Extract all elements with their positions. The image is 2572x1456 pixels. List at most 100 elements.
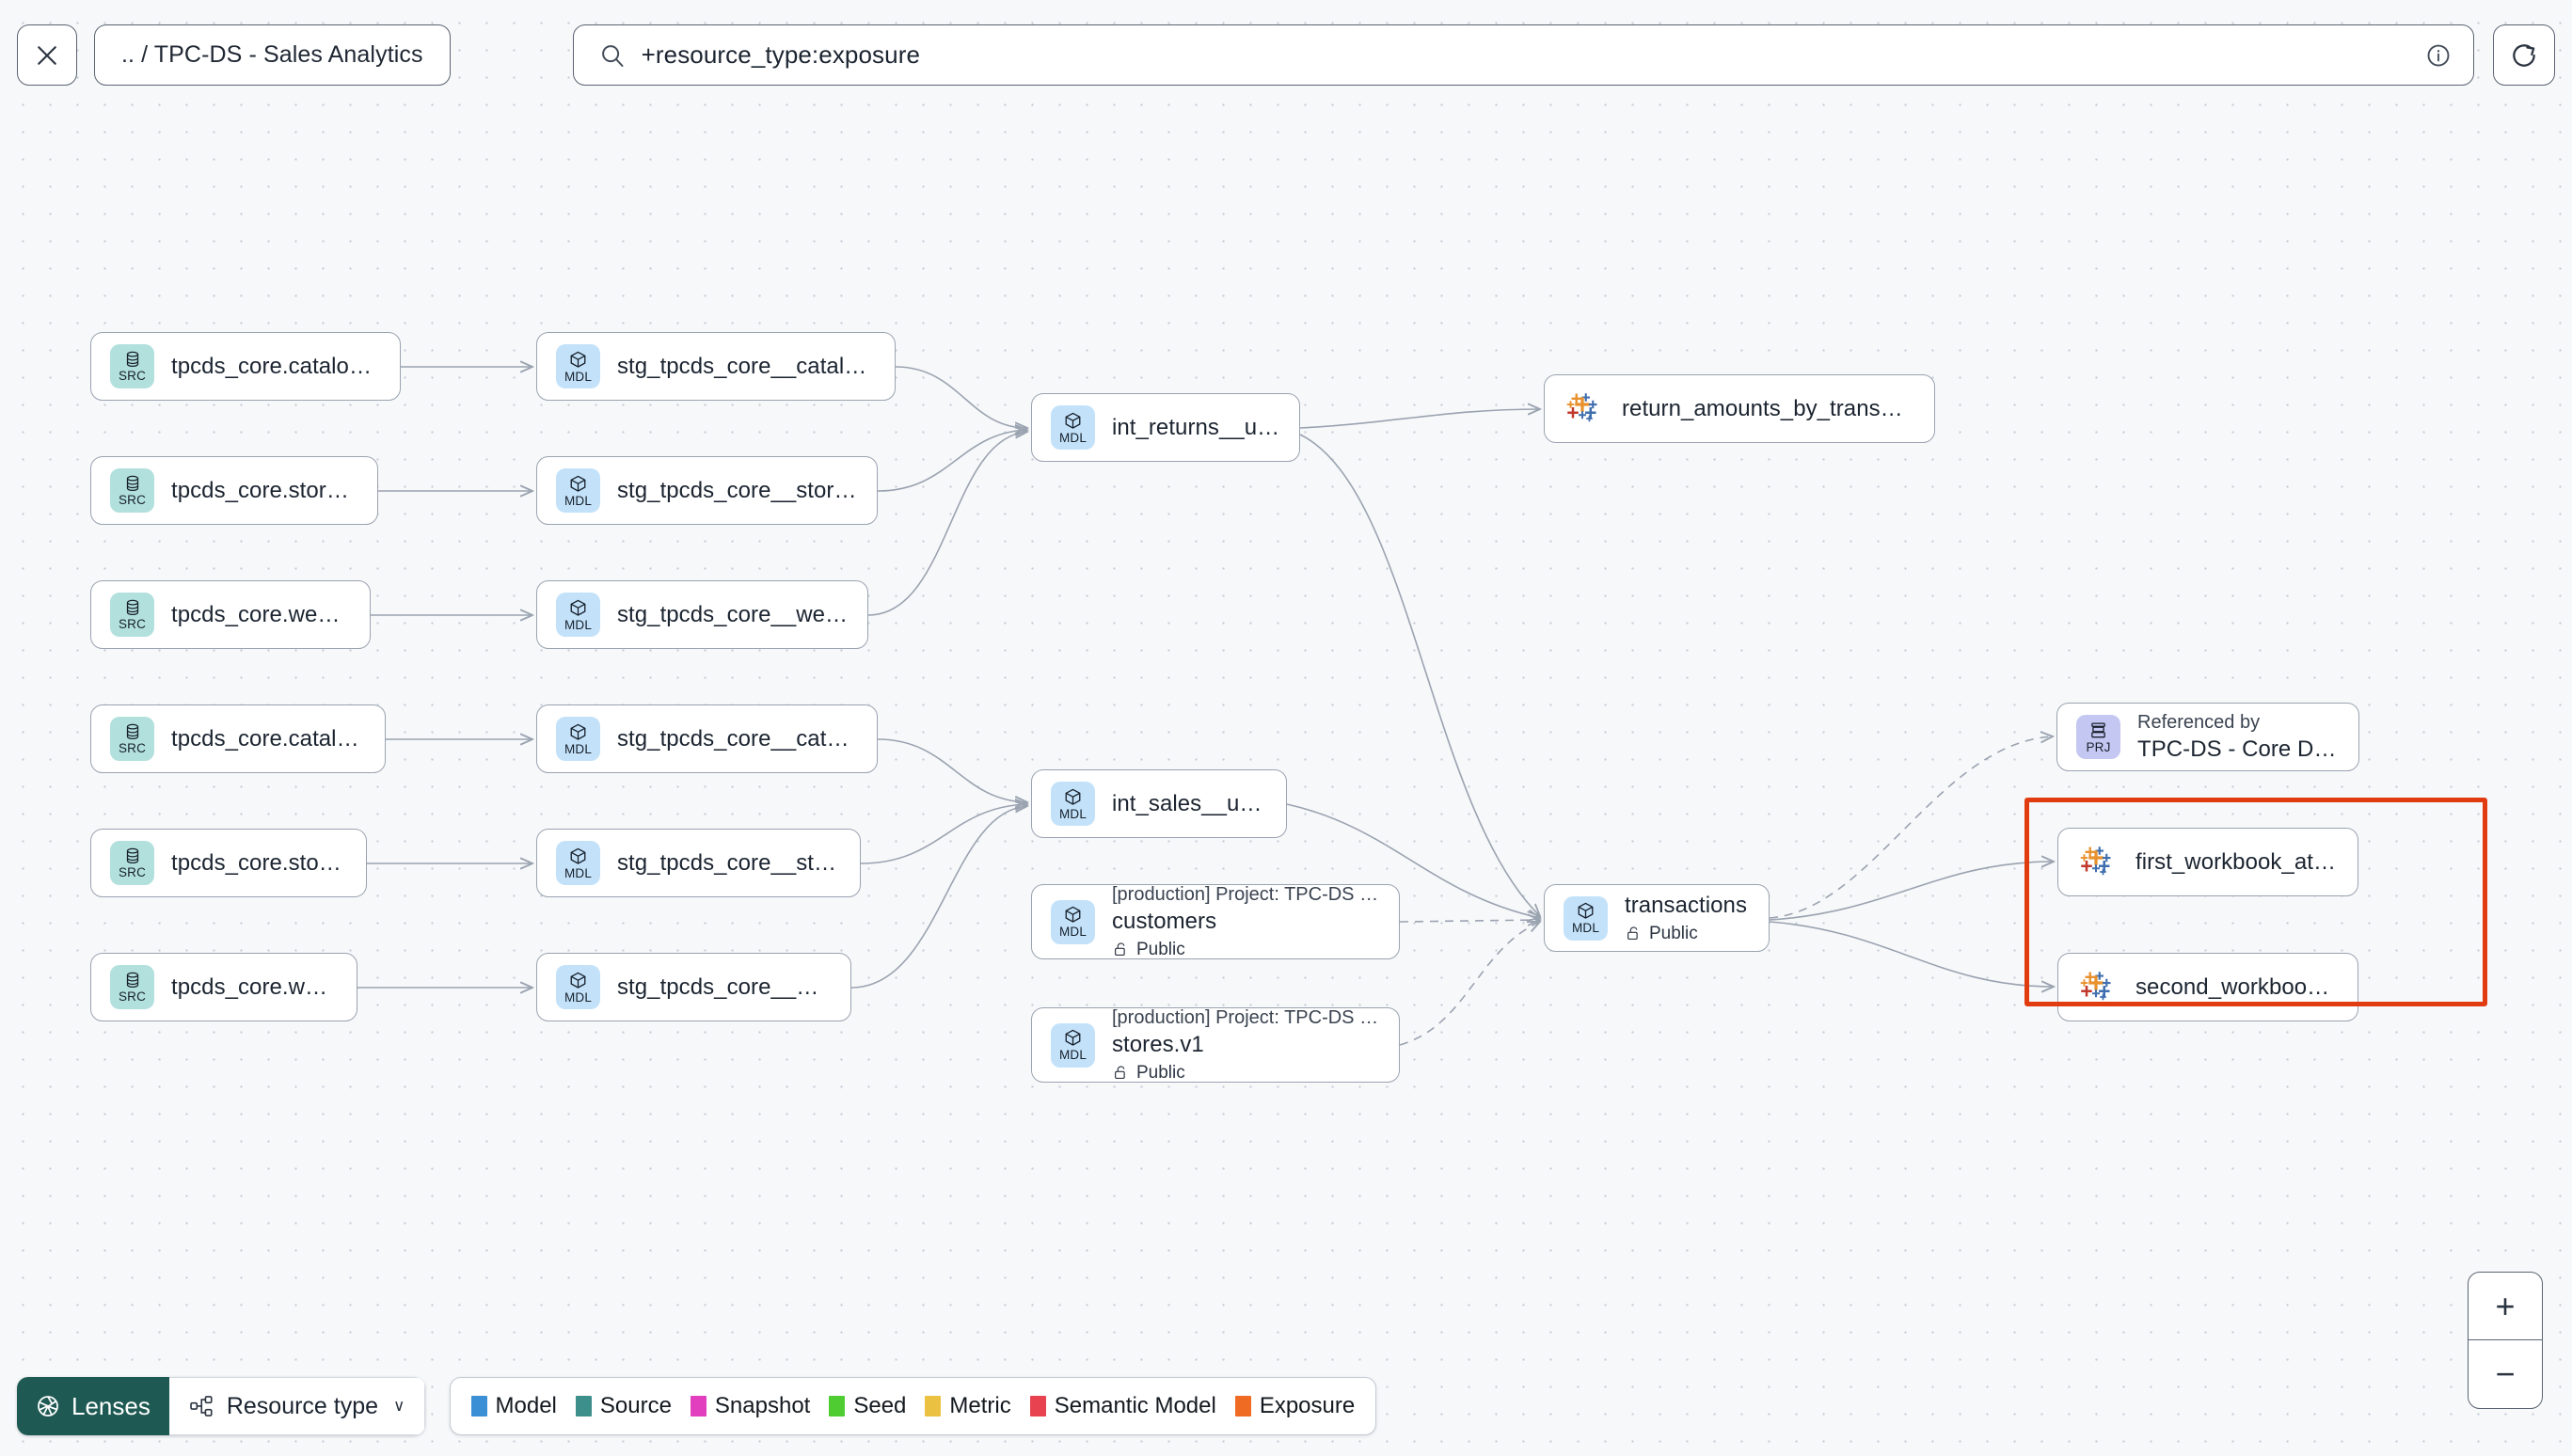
node-badge-mdl: MDL [556,841,600,885]
zoom-out-button[interactable]: − [2495,1354,2516,1393]
node-label: TPC-DS - Core Data Models [2137,736,2340,762]
unlock-icon [1115,942,1125,957]
node-badge-label: SRC [118,369,147,384]
node-badge-label: SRC [118,493,147,508]
node-second_workbook[interactable]: second_workbook_connected_to_live… [2057,953,2358,1021]
lenses-button[interactable]: Lenses [17,1377,169,1435]
node-label: stores.v1 [1112,1031,1204,1057]
resource-type-legend: Model Source Snapshot Seed Metric Semantic Mo… [449,1377,1377,1435]
refresh-button[interactable] [2493,24,2555,86]
legend-item-model[interactable]: Model [470,1393,557,1419]
node-label: tpcds_core.web_returns [171,601,351,627]
node-src_catalog_sales[interactable]: SRC tpcds_core.catalog_sales [90,704,386,773]
database-icon [126,352,138,368]
node-body: tpcds_core.web_sales [171,974,338,1001]
legend-swatch [1234,1396,1251,1416]
node-stg_store_sales[interactable]: MDL stg_tpcds_core__store_sales [536,829,861,897]
node-first_workbook[interactable]: first_workbook_attached_to_tpc-ds_-_… [2057,828,2358,896]
node-badge-label: MDL [564,617,593,632]
legend-label: Source [599,1393,672,1418]
node-label: stg_tpcds_core__store_returns [617,477,858,503]
node-label: int_sales__unioned [1112,790,1267,816]
node-src_store_returns[interactable]: SRC tpcds_core.store_returns [90,456,378,525]
node-badge-mdl: MDL [1564,895,1608,941]
cube-icon [570,723,586,740]
node-src_catalog_returns[interactable]: SRC tpcds_core.catalog_returns [90,332,401,401]
node-body: tpcds_core.web_returns [171,602,351,628]
node-label: stg_tpcds_core__store_sales [617,849,841,876]
breadcrumb-button[interactable]: .. / TPC-DS - Sales Analytics [94,24,451,86]
node-body: stg_tpcds_core__catalog_sales [617,726,858,752]
node-customers[interactable]: MDL [production] Project: TPC-DS - Core D… [1031,884,1400,959]
node-label: stg_tpcds_core__web_sales [617,973,832,1000]
legend-item-snapshot[interactable]: Snapshot [690,1393,810,1419]
node-badge-src: SRC [110,717,154,761]
chevron-down-icon: ∨ [393,1397,405,1415]
workbook-icon [2080,846,2111,875]
cube-icon [570,847,586,864]
legend-label: Semantic Model [1054,1393,1216,1418]
node-badge-src: SRC [110,468,154,513]
cube-icon [1065,412,1081,429]
node-label: tpcds_core.store_sales [171,849,347,876]
node-subtitle: [production] Project: TPC-DS - Core Data… [1112,1006,1380,1028]
cube-icon [1578,903,1594,919]
node-badge-label: MDL [1571,921,1600,936]
node-src_web_returns[interactable]: SRC tpcds_core.web_returns [90,580,371,649]
legend-item-exposure[interactable]: Exposure [1234,1393,1356,1419]
resource-type-dropdown[interactable]: Resource type ∨ [168,1377,425,1435]
database-icon [126,724,138,740]
node-badge-mdl: MDL [1051,899,1095,944]
node-body: tpcds_core.catalog_returns [171,354,381,380]
node-body: int_sales__unioned [1112,791,1267,817]
resource-type-label: Resource type [226,1392,379,1419]
legend-swatch [575,1396,592,1416]
legend-swatch [1029,1396,1046,1416]
zoom-in-button[interactable]: + [2469,1273,2542,1340]
node-badge-label: MDL [564,369,593,384]
top-toolbar: .. / TPC-DS - Sales Analytics +resource_… [0,0,2572,110]
node-badge-mdl: MDL [556,593,600,637]
breadcrumb-label: .. / TPC-DS - Sales Analytics [121,41,423,68]
node-body: tpcds_core.store_returns [171,478,358,504]
node-stg_catalog_returns[interactable]: MDL stg_tpcds_core__catalog_returns [536,332,896,401]
legend-label: Metric [949,1393,1011,1418]
node-badge-mdl: MDL [556,965,600,1009]
info-icon[interactable] [2424,41,2453,70]
search-bar[interactable]: +resource_type:exposure [572,24,2474,86]
legend-item-source[interactable]: Source [575,1393,672,1419]
node-badge-mdl: MDL [556,717,600,761]
zoom-controls: + − [2468,1272,2543,1409]
close-button[interactable] [17,24,77,86]
node-label: tpcds_core.web_sales [171,973,338,1000]
node-subtitle: [production] Project: TPC-DS - Core Data… [1112,883,1380,905]
node-label: stg_tpcds_core__catalog_returns [617,353,876,379]
node-body: [production] Project: TPC-DS - Core Data… [1112,884,1380,960]
node-stores_v1[interactable]: MDL[production] Project: TPC-DS - Core D… [1031,1007,1400,1083]
node-return_amounts[interactable]: return_amounts_by_transaction_type [1544,374,1935,443]
legend-item-metric[interactable]: Metric [925,1393,1011,1419]
node-badge-label: SRC [118,617,147,632]
node-stg_catalog_sales[interactable]: MDL stg_tpcds_core__catalog_sales [536,704,878,773]
legend-item-seed[interactable]: Seed [829,1393,906,1419]
node-label: tpcds_core.catalog_sales [171,725,366,752]
legend-label: Exposure [1259,1393,1356,1418]
node-label: stg_tpcds_core__catalog_sales [617,725,858,752]
legend-item-semantic-model[interactable]: Semantic Model [1029,1393,1216,1419]
workbook-icon [2080,971,2111,1000]
search-input[interactable]: +resource_type:exposure [641,40,921,69]
node-stg_web_sales[interactable]: MDL stg_tpcds_core__web_sales [536,953,851,1021]
node-label: int_returns__unioned [1112,414,1280,440]
node-badge-src: SRC [110,593,154,637]
